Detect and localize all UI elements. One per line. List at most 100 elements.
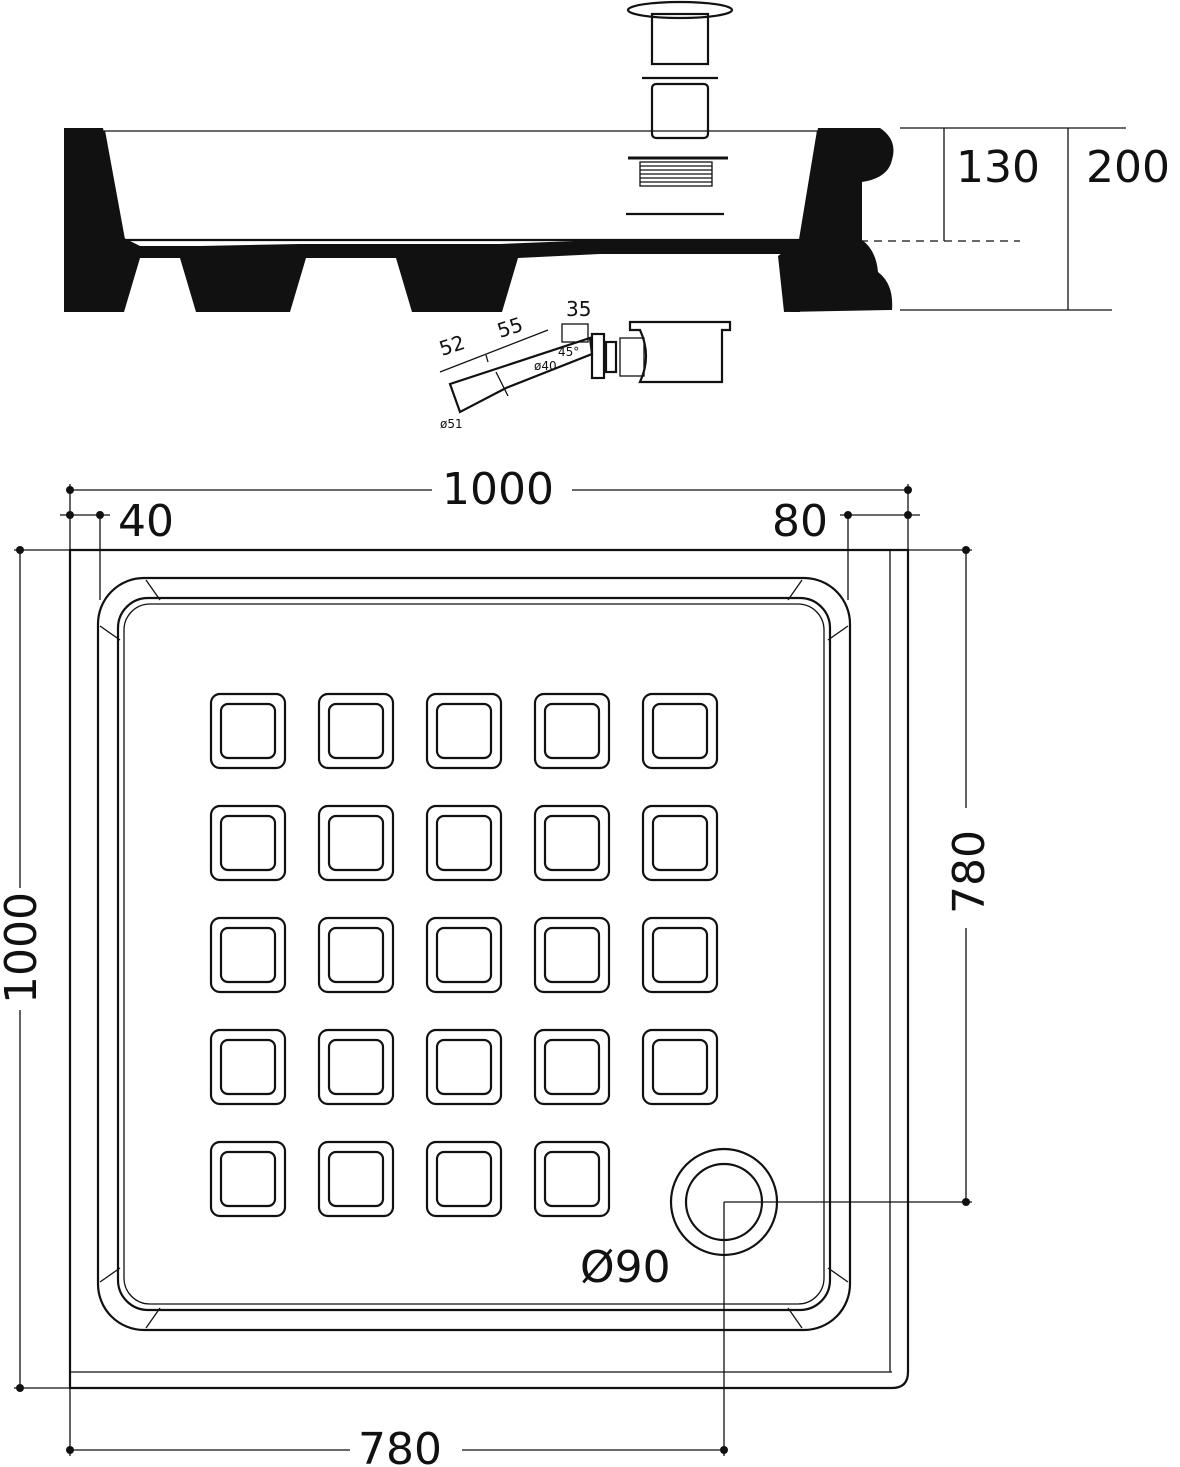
siphon-label-b: 55 [494,312,526,343]
bottom-dim-dot-left [66,1446,74,1454]
grip-pad-outer [533,804,611,882]
grip-pad-inner [219,1038,277,1096]
depth-inner-label: 130 [956,142,1040,193]
right-margin-dot-b [904,511,912,519]
corner-tr-a [787,579,803,601]
grip-pad-outer [209,1140,287,1218]
siphon-label-c: 35 [566,297,591,321]
siphon-dim-tick [485,354,489,363]
grip-pad-outer [209,916,287,994]
corner-tl-b [99,625,121,641]
grip-pad-outer [533,1140,611,1218]
right-offset-label: 780 [944,830,995,914]
tray-outline [68,548,910,1390]
drain-stem [650,12,710,66]
siphon-pipe [448,336,594,414]
grip-pad-inner [651,814,709,872]
right-wall-section [778,128,894,312]
right-dim-dot-bottom [962,1198,970,1206]
grip-pad-inner [327,926,385,984]
grip-pad-outer [641,916,719,994]
corner-br-a [827,1267,849,1283]
left-height-label: 1000 [0,892,47,1004]
right-margin-label: 80 [772,496,828,547]
left-margin-dot-a [66,511,74,519]
grip-pad-outer [317,1140,395,1218]
depth-total-label: 200 [1086,142,1170,193]
bottom-dim-dot-right [720,1446,728,1454]
grip-pad-inner [435,814,493,872]
grip-pad-inner [219,702,277,760]
grip-pad-inner [435,926,493,984]
grip-pad-inner [651,702,709,760]
corner-tr-b [827,625,849,641]
siphon-pipe-label: ø40 [534,359,557,373]
siphon-joint [495,371,509,397]
siphon-label-a: 52 [436,330,468,361]
grip-pad-inner [543,1150,601,1208]
grip-pad-inner [219,814,277,872]
siphon-angle-label: 45° [558,345,579,359]
grip-pad-outer [425,692,503,770]
grip-pad-inner [219,1150,277,1208]
grip-pad-outer [641,804,719,882]
grip-pad-inner [327,702,385,760]
grip-pad-outer [533,1028,611,1106]
right-dim-dot-top [962,546,970,554]
grip-pad-outer [317,804,395,882]
basin-outer-edge [96,576,852,1332]
left-dim-dot-bottom [16,1384,24,1392]
grip-pad-inner [327,1038,385,1096]
siphon-detail: 52 55 35 45° ø40 ø51 [436,297,732,431]
grip-pad-outer [533,916,611,994]
drain-body [650,82,710,140]
grip-pad-inner [435,1038,493,1096]
grip-pad-outer [641,692,719,770]
grip-pad-inner [543,1038,601,1096]
corner-bl-b [145,1307,161,1329]
grip-pad-inner [543,702,601,760]
grip-pad-outer [425,1028,503,1106]
grip-pad-inner [543,814,601,872]
grip-pad-outer [425,1140,503,1218]
base-section [64,240,800,312]
grip-pad-inner [651,1038,709,1096]
siphon-thread [619,337,645,377]
basin-floor [123,603,825,1305]
grip-pad-inner [327,1150,385,1208]
grip-pad-inner [651,926,709,984]
plan-view: Ø90 1000 40 80 1000 [0,464,995,1467]
bottom-offset-label: 780 [358,1424,442,1467]
drain-gasket [628,240,726,246]
top-width-label: 1000 [442,464,554,515]
grip-pad-outer [425,804,503,882]
grip-pad-outer [209,804,287,882]
anti-slip-grid [209,692,719,1218]
grip-pad-outer [209,692,287,770]
grip-pad-inner [435,702,493,760]
grip-pad-outer [317,1028,395,1106]
grip-pad-outer [641,1028,719,1106]
corner-bl-a [99,1267,121,1283]
grip-pad-outer [317,916,395,994]
siphon-dim-box [561,323,589,343]
grip-pad-outer [317,692,395,770]
grip-pad-inner [543,926,601,984]
basin-inner-edge [116,596,832,1312]
grip-pad-inner [219,926,277,984]
left-dim-dot-top [16,546,24,554]
drain-thread [639,161,713,187]
siphon-nut-2 [604,340,618,374]
grip-pad-outer [425,916,503,994]
drain-diameter-label: Ø90 [580,1242,671,1293]
grip-pad-inner [435,1150,493,1208]
grip-pad-outer [209,1028,287,1106]
siphon-nut [590,332,606,380]
corner-br-b [787,1307,803,1329]
corner-tl-a [145,579,161,601]
siphon-dim-line [439,329,549,373]
siphon-body [628,320,732,384]
drain-cap [626,0,734,20]
siphon-outlet-label: ø51 [440,417,463,431]
